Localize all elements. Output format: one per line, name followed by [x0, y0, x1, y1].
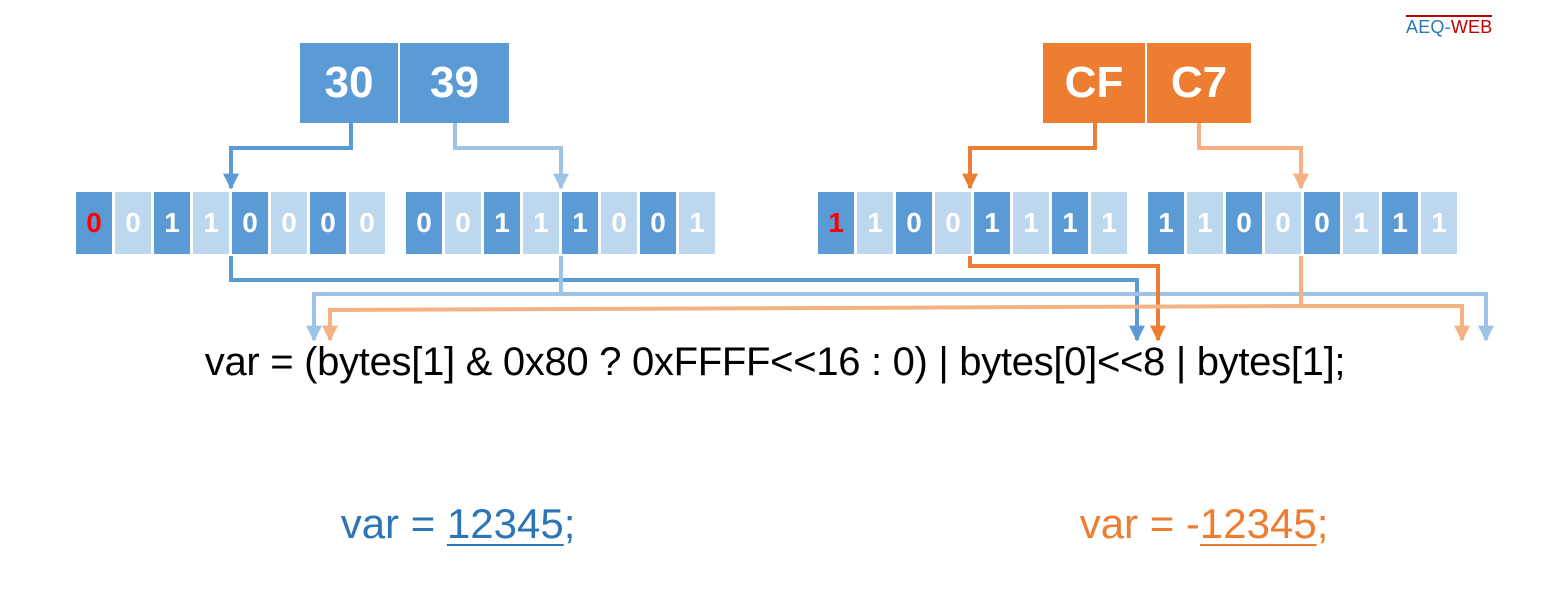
- bit-cell-3-2: 0: [1226, 192, 1262, 254]
- result-positive-prefix: var =: [340, 500, 447, 547]
- bit-cell-0-3: 1: [193, 192, 229, 254]
- bit-cell-0-6: 0: [310, 192, 346, 254]
- bit-cell-0-5: 0: [271, 192, 307, 254]
- bit-cell-1-7: 1: [679, 192, 715, 254]
- logo-part1: AEQ-: [1406, 17, 1451, 37]
- bit-cell-3-4: 0: [1304, 192, 1340, 254]
- bit-cell-2-5: 1: [1013, 192, 1049, 254]
- bit-cell-1-2: 1: [484, 192, 520, 254]
- bit-cell-2-6: 1: [1052, 192, 1088, 254]
- result-negative-prefix: var = -: [1079, 500, 1200, 547]
- result-negative-suffix: ;: [1316, 500, 1329, 547]
- bit-cell-1-4: 1: [562, 192, 598, 254]
- bit-cell-3-3: 0: [1265, 192, 1301, 254]
- arrow-bits1-orange-left: [322, 304, 1302, 342]
- arrow-bits0-orange: [968, 256, 1166, 342]
- arrow-bits1-blue-left: [306, 292, 561, 342]
- bit-cell-3-7: 1: [1421, 192, 1457, 254]
- bit-cell-2-3: 0: [935, 192, 971, 254]
- bit-cell-0-0: 0: [76, 192, 112, 254]
- result-positive-value: 12345: [446, 500, 564, 547]
- bit-cell-3-1: 1: [1187, 192, 1223, 254]
- logo-part2: WEB: [1450, 17, 1493, 37]
- hex-byte-c7: C7: [1147, 43, 1251, 123]
- bit-cell-0-4: 0: [232, 192, 268, 254]
- code-line: var = (bytes[1] & 0x80 ? 0xFFFF<<16 : 0)…: [204, 340, 1346, 384]
- bit-cell-3-0: 1: [1148, 192, 1184, 254]
- arrow-byte1-blue: [453, 122, 569, 190]
- hex-byte-39: 39: [400, 43, 509, 123]
- bit-cell-0-2: 1: [154, 192, 190, 254]
- bit-cell-3-6: 1: [1382, 192, 1418, 254]
- bit-cell-2-0: 1: [818, 192, 854, 254]
- bit-cell-1-6: 0: [640, 192, 676, 254]
- bit-cell-1-5: 0: [601, 192, 637, 254]
- bit-cell-2-2: 0: [896, 192, 932, 254]
- arrow-byte0-blue: [223, 122, 353, 190]
- bit-cell-1-0: 0: [406, 192, 442, 254]
- bit-cell-1-1: 0: [445, 192, 481, 254]
- hex-byte-30: 30: [300, 43, 398, 123]
- connector-layer: [223, 122, 1494, 342]
- bit-cell-2-7: 1: [1091, 192, 1127, 254]
- arrow-byte0-orange: [962, 122, 1097, 190]
- result-negative-value: 12345: [1199, 500, 1317, 547]
- arrow-bits1-blue: [559, 256, 1494, 342]
- bit-cell-3-5: 1: [1343, 192, 1379, 254]
- bit-cell-0-7: 0: [349, 192, 385, 254]
- result-positive: var = 12345;: [294, 452, 576, 596]
- logo-overline: [1406, 15, 1493, 17]
- arrow-bits1-orange: [1299, 256, 1470, 342]
- bit-cell-0-1: 0: [115, 192, 151, 254]
- bit-cell-1-3: 1: [523, 192, 559, 254]
- bit-cell-2-1: 1: [857, 192, 893, 254]
- logo: AEQ-WEB: [1406, 15, 1493, 38]
- bit-cell-2-4: 1: [974, 192, 1010, 254]
- arrow-bits0-blue: [229, 256, 1145, 342]
- result-negative: var = -12345;: [1033, 452, 1329, 596]
- hex-byte-cf: CF: [1043, 43, 1145, 123]
- result-positive-suffix: ;: [563, 500, 576, 547]
- arrow-byte1-orange: [1197, 122, 1309, 190]
